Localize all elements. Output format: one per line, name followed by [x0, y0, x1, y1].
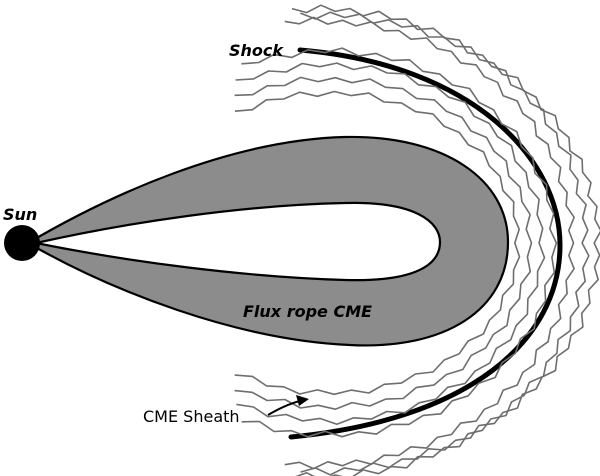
sun-label: Sun [3, 205, 37, 224]
sheath-wave-line [284, 16, 575, 470]
sheath-wave-line [235, 62, 546, 426]
shock-label: Shock [229, 41, 284, 60]
flux-rope-cme [25, 135, 510, 347]
sheath-wave-line [241, 47, 558, 438]
sheath-wave-line [291, 4, 590, 476]
sheath-waves [234, 4, 600, 476]
sheath-wave-line [234, 90, 521, 396]
sheath-arrowhead [296, 395, 309, 406]
sheath-label: CME Sheath [143, 407, 240, 426]
sheath-wave-line [234, 76, 533, 410]
shock-front [288, 47, 563, 440]
flux-rope-label: Flux rope CME [243, 302, 372, 321]
sheath-wave-line [300, 11, 600, 476]
sun-icon [4, 225, 40, 261]
